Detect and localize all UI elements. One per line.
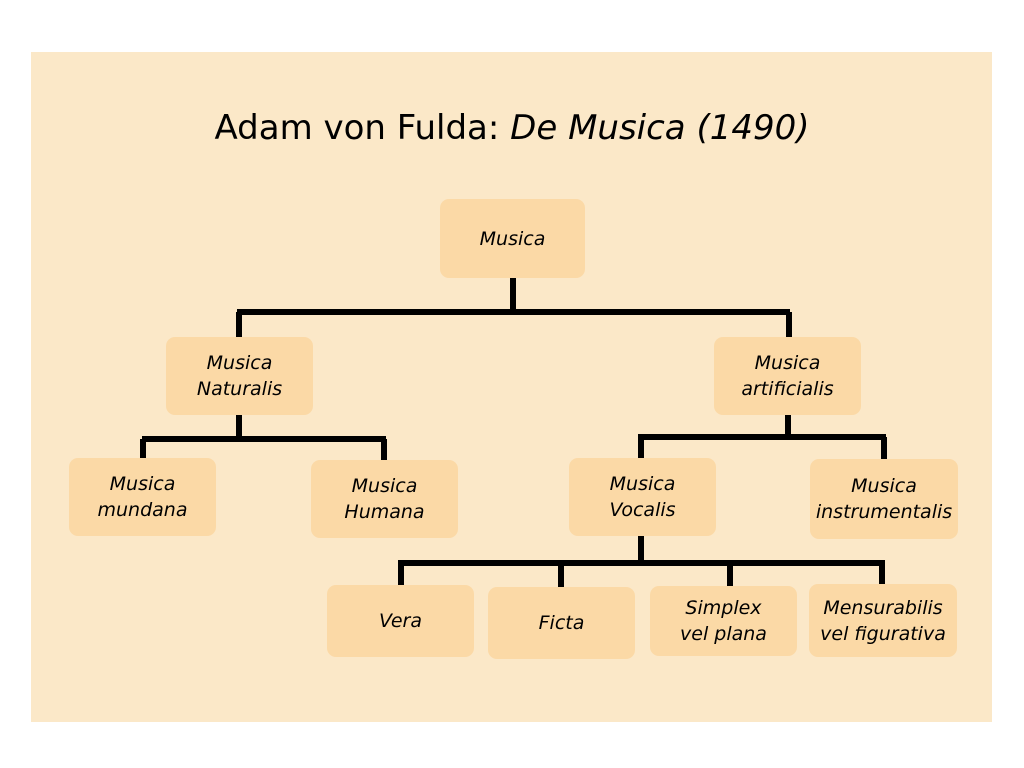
node-musica-humana: Musica Humana — [311, 460, 458, 538]
page-title: Adam von Fulda: De Musica (1490) — [0, 106, 1024, 150]
connector-artificialis — [638, 415, 887, 459]
node-vera: Vera — [327, 585, 474, 657]
title-italic: De Musica (1490) — [510, 108, 810, 148]
node-musica-artificialis: Musica artificialis — [714, 337, 861, 415]
node-musica-vocalis: Musica Vocalis — [569, 458, 716, 536]
node-musica-instrumentalis: Musica instrumentalis — [810, 459, 958, 539]
connector-musica — [236, 278, 792, 337]
node-simplex-vel-plana: Simplex vel plana — [650, 586, 797, 656]
node-mensurabilis-vel-figurativa: Mensurabilis vel figurativa — [809, 584, 957, 657]
title-prefix: Adam von Fulda: — [214, 108, 511, 148]
node-musica: Musica — [440, 199, 585, 278]
node-musica-mundana: Musica mundana — [69, 458, 216, 536]
node-musica-naturalis: Musica Naturalis — [166, 337, 313, 415]
connector-naturalis — [140, 415, 387, 460]
node-ficta: Ficta — [488, 587, 635, 659]
connector-vocalis — [398, 536, 885, 587]
